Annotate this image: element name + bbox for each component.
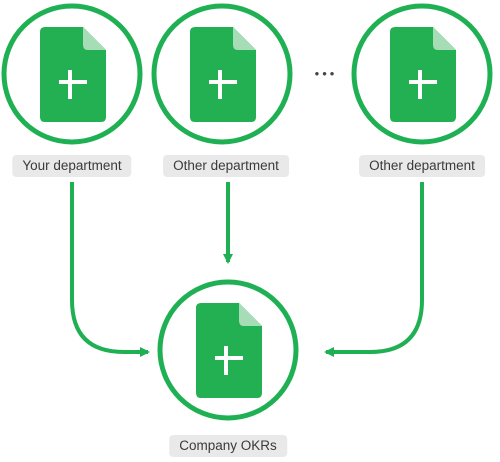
spreadsheet-doc-icon	[196, 303, 262, 398]
spreadsheet-doc-icon	[190, 27, 256, 122]
label-company-okrs: Company OKRs	[169, 435, 287, 457]
spreadsheet-doc-icon	[390, 27, 456, 122]
label-other-department-2: Other department	[359, 155, 485, 177]
label-other-department-1: Other department	[163, 155, 289, 177]
ellipsis: •••	[315, 66, 338, 81]
node-other-department-2	[351, 3, 493, 145]
arrow-left	[70, 182, 150, 357]
node-other-department-1	[151, 3, 293, 145]
node-your-department	[1, 3, 143, 145]
spreadsheet-doc-icon	[40, 27, 106, 122]
label-your-department: Your department	[12, 155, 132, 177]
node-company-okrs	[157, 279, 299, 421]
arrow-right	[324, 182, 424, 357]
